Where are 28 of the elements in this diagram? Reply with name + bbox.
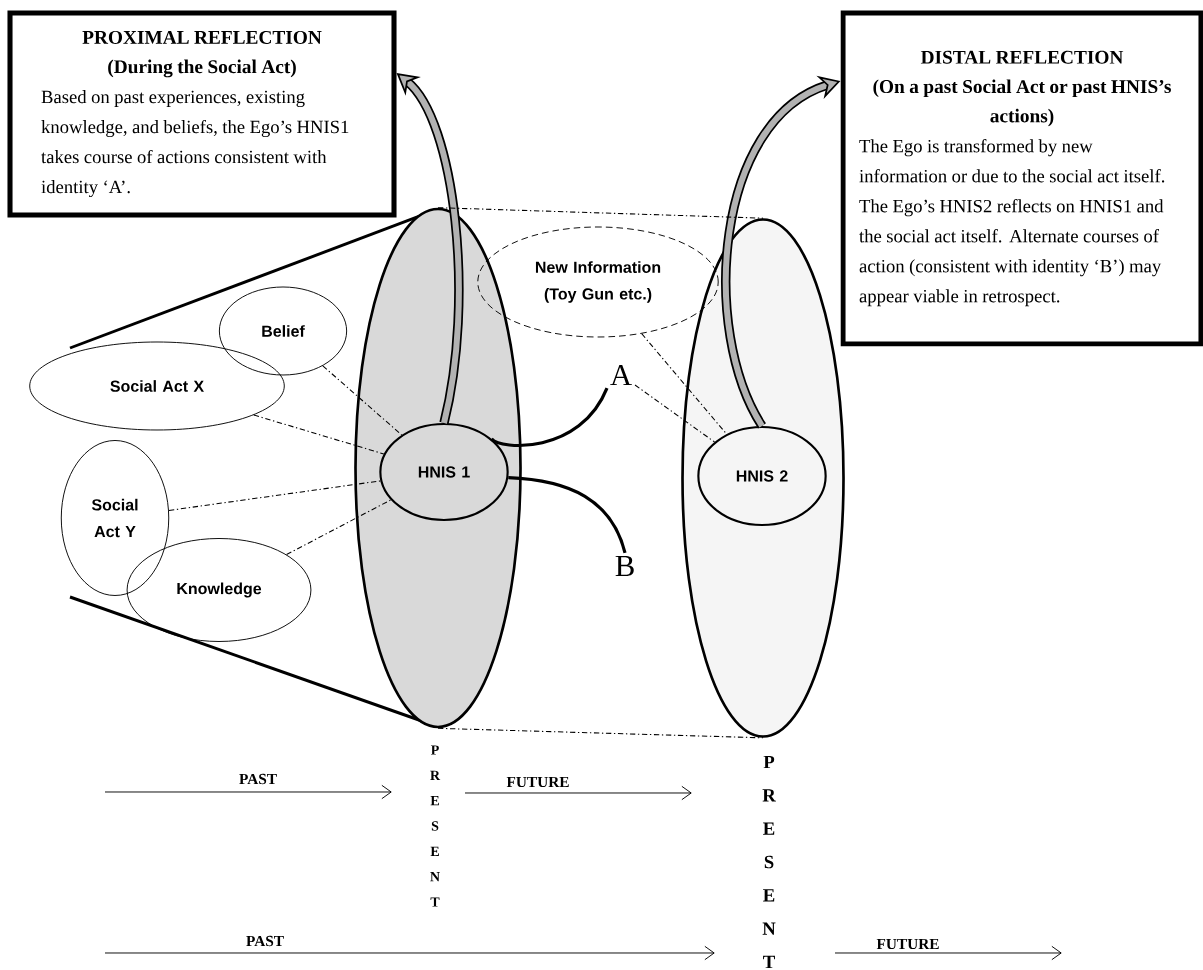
ellipse-bubble: Belief — [218, 286, 348, 376]
shaded-ellipse — [681, 218, 845, 738]
connector-line — [168, 480, 381, 511]
ellipse-bubble: Social Act X — [29, 341, 285, 431]
identity-letter: A — [610, 364, 632, 386]
time-label: PAST — [246, 935, 284, 947]
connector-line — [641, 333, 728, 435]
ellipse-bubble: Social Act Y — [60, 440, 170, 596]
text-box: DISTAL REFLECTION (On a past Social Act or past HNIS’s actions) The Ego is transformed by new information or due to the social act itself. The Ego’s HNIS2 reflects on HNIS1 and the social act itself. Alternate courses of action (consistent with identity ‘B’) may appear viable in retrospect. — [840, 10, 1203, 347]
connector-line — [508, 476, 627, 554]
time-label: PAST — [239, 773, 277, 785]
ellipse-bubble: HNIS 1 — [379, 422, 509, 522]
ellipse-bubble: HNIS 2 — [697, 425, 827, 527]
connector-line — [437, 727, 764, 739]
time-label: FUTURE — [876, 938, 939, 950]
identity-letter: B — [615, 555, 634, 577]
ellipse-bubble: Knowledge — [126, 538, 312, 642]
connector-line — [490, 387, 609, 447]
connector-line — [253, 414, 385, 455]
vertical-label: P R E S E N T — [762, 755, 776, 969]
connector-line — [286, 499, 392, 556]
connector-line — [437, 207, 764, 219]
text-box: PROXIMAL REFLECTION (During the Social Act) Based on past experiences, existing knowledge, and beliefs, the Ego’s HNIS1 takes course of actions consistent with identity ‘A’. — [7, 10, 397, 218]
vertical-label: P R E S E N T — [430, 745, 441, 907]
time-label: FUTURE — [506, 776, 569, 788]
shaded-ellipse — [354, 207, 522, 729]
connector-line — [322, 365, 403, 436]
connector-line — [634, 384, 716, 443]
